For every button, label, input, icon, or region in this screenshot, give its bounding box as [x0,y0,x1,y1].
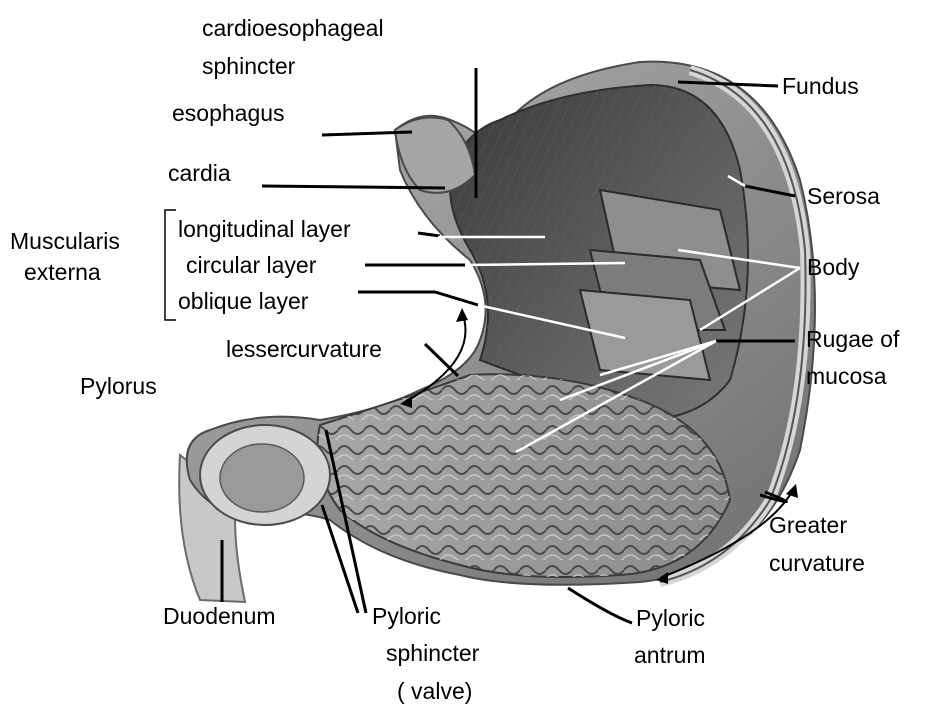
pylorus-lumen [220,444,304,512]
pyloric-antrum-label-2: antrum [634,642,706,669]
muscularis-bracket [165,210,176,320]
oblique-layer-block [580,290,710,380]
cardioesophageal-label: cardioesophageal [202,15,384,42]
pyloric-sphincter-label-3: ( valve) [397,678,472,705]
esophagus-label: esophagus [172,100,285,127]
muscularis-label: Muscularis [10,228,120,255]
pyloric-antrum-label-1: Pyloric [636,605,705,632]
longitudinal-layer-label: longitudinal layer [178,216,351,243]
externa-label: externa [24,259,101,286]
circular-layer-label: circular layer [186,252,316,279]
serosa-label: Serosa [807,183,880,210]
pyloric-sphincter-label-2: sphincter [386,640,479,667]
lesser-curvature-label: curvature [286,336,382,363]
cardioesophageal-sphincter-label: sphincter [202,53,295,80]
duodenum-label: Duodenum [163,603,276,630]
lesser-label: lesser [226,336,287,363]
oblique-layer-label: oblique layer [178,288,308,315]
cardia-label: cardia [168,160,231,187]
pyloric-sphincter-label-1: Pyloric [372,603,441,630]
greater-label: Greater [769,512,847,539]
greater-curvature-label: curvature [769,550,865,577]
mucosa-label: mucosa [806,363,887,390]
rugae-label: Rugae of [806,326,899,353]
pylorus-label: Pylorus [80,373,157,400]
fundus-label: Fundus [782,73,859,100]
body-label: Body [807,254,859,281]
